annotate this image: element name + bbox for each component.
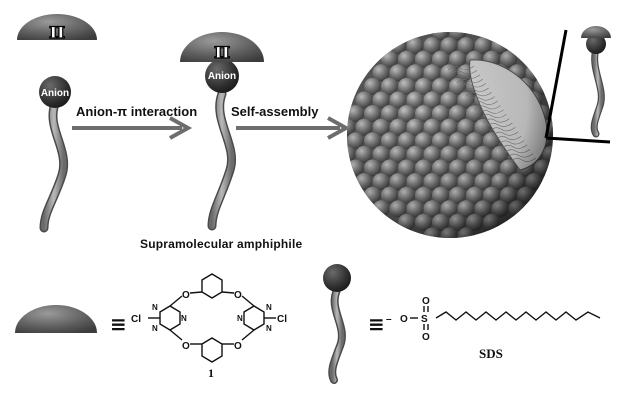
free-amphiphile: Anion: [39, 76, 71, 233]
pi-dome: [180, 32, 264, 62]
arrow-self-assembly: [236, 116, 351, 140]
atom-label: N: [266, 324, 272, 333]
anion-label: Anion: [41, 88, 69, 99]
atom-label: O: [422, 296, 430, 307]
sds-caption: SDS: [479, 346, 503, 361]
atom-label: N: [266, 303, 272, 312]
atom-label: Cl: [277, 314, 287, 325]
equiv-symbol: ≡: [110, 312, 127, 336]
compound-number: 1: [208, 366, 214, 380]
sds-structure: [410, 306, 601, 330]
atom-label: N: [237, 314, 243, 323]
atom-label: N: [152, 324, 158, 333]
arrow2-label: Self-assembly: [231, 104, 319, 119]
pi-symbol: π: [214, 38, 230, 64]
atom-label: N: [181, 314, 187, 323]
callout-amphiphile: [581, 26, 611, 138]
atom-label: O: [400, 314, 408, 325]
anion-label: Anion: [208, 71, 236, 82]
micelle: [347, 32, 553, 238]
arrow-anion-pi: [72, 116, 193, 140]
compound-1-atoms: Cl Cl O O O O N N N N N N: [131, 290, 287, 352]
compound-1-structure: [148, 273, 276, 363]
atom-label: O: [234, 290, 242, 301]
pi-symbol: π: [49, 18, 65, 44]
atom-label: O: [182, 290, 190, 301]
complex-amphiphile: Anion π: [180, 32, 264, 231]
callout-line: [544, 29, 568, 139]
callout-line: [545, 136, 611, 144]
sds-atoms: – O S O O: [386, 296, 430, 343]
arrow1-label: Anion-π interaction: [76, 104, 198, 119]
atom-label: N: [152, 303, 158, 312]
complex-caption: Supramolecular amphiphile: [140, 237, 303, 251]
legend-amphiphile: [323, 264, 351, 384]
atom-label: –: [386, 314, 392, 325]
atom-label: O: [182, 341, 190, 352]
atom-label: O: [234, 341, 242, 352]
atom-label: Cl: [131, 314, 141, 325]
legend-dome: [15, 305, 97, 333]
atom-label: S: [421, 314, 428, 325]
equiv-symbol: ≡: [368, 312, 385, 336]
anion-head: [39, 76, 71, 108]
atom-label: O: [422, 332, 430, 343]
anion-head: [205, 59, 239, 93]
free-pi-dome: π: [17, 14, 97, 45]
